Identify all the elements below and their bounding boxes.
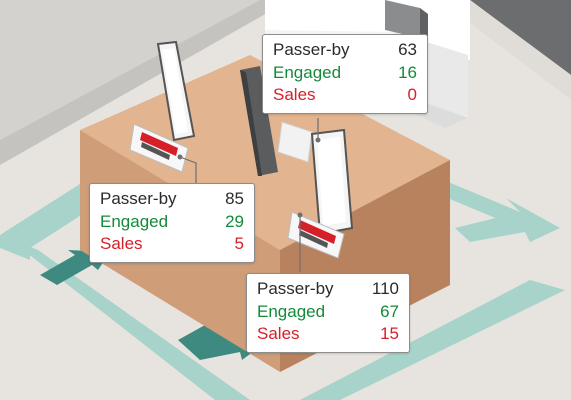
engaged-row: Engaged 67 — [257, 301, 399, 324]
passer-by-label: Passer-by — [273, 40, 350, 59]
sales-label: Sales — [100, 234, 143, 253]
engaged-row: Engaged 16 — [273, 62, 417, 85]
back-room-floor — [440, 0, 571, 100]
engaged-label: Engaged — [100, 211, 169, 231]
passer-by-row: Passer-by 85 — [100, 188, 244, 211]
connector-dot — [315, 137, 321, 143]
sales-value: 0 — [407, 85, 417, 104]
dark-display-panel — [240, 66, 278, 176]
passer-by-row: Passer-by 110 — [257, 278, 399, 301]
sales-row: Sales 5 — [100, 233, 244, 256]
passer-by-label: Passer-by — [100, 189, 177, 208]
passer-by-value: 110 — [371, 279, 399, 298]
sales-row: Sales 0 — [273, 84, 417, 107]
dark-display-panel-side — [240, 70, 262, 176]
engaged-value: 67 — [380, 301, 399, 321]
connector-lines — [179, 118, 319, 272]
sales-value: 15 — [380, 324, 399, 343]
back-wall-shade — [0, 0, 290, 165]
engaged-label: Engaged — [257, 301, 326, 321]
engaged-label: Engaged — [273, 62, 342, 82]
sales-value: 5 — [234, 234, 244, 253]
passer-by-row: Passer-by 63 — [273, 39, 417, 62]
passer-by-label: Passer-by — [257, 279, 334, 298]
smartphone-icon — [156, 40, 196, 142]
price-card-icon — [129, 123, 189, 173]
passer-by-value: 85 — [225, 189, 244, 208]
price-card-icon — [287, 211, 345, 259]
sales-label: Sales — [257, 324, 300, 343]
metrics-card-left: Passer-by 85 Engaged 29 Sales 5 — [89, 183, 255, 263]
flow-arrow-icon — [455, 198, 560, 242]
engaged-value: 16 — [398, 62, 417, 82]
passer-by-value: 63 — [398, 40, 417, 59]
engaged-value: 29 — [225, 211, 244, 231]
sales-row: Sales 15 — [257, 323, 399, 346]
connector-dot — [177, 154, 183, 160]
metrics-card-bottom: Passer-by 110 Engaged 67 Sales 15 — [246, 273, 410, 353]
metrics-card-top-right: Passer-by 63 Engaged 16 Sales 0 — [262, 34, 428, 114]
engaged-row: Engaged 29 — [100, 211, 244, 234]
price-card-icon — [277, 121, 313, 163]
smartphone-icon — [310, 128, 354, 236]
sales-label: Sales — [273, 85, 316, 104]
connector-dot — [297, 212, 303, 218]
